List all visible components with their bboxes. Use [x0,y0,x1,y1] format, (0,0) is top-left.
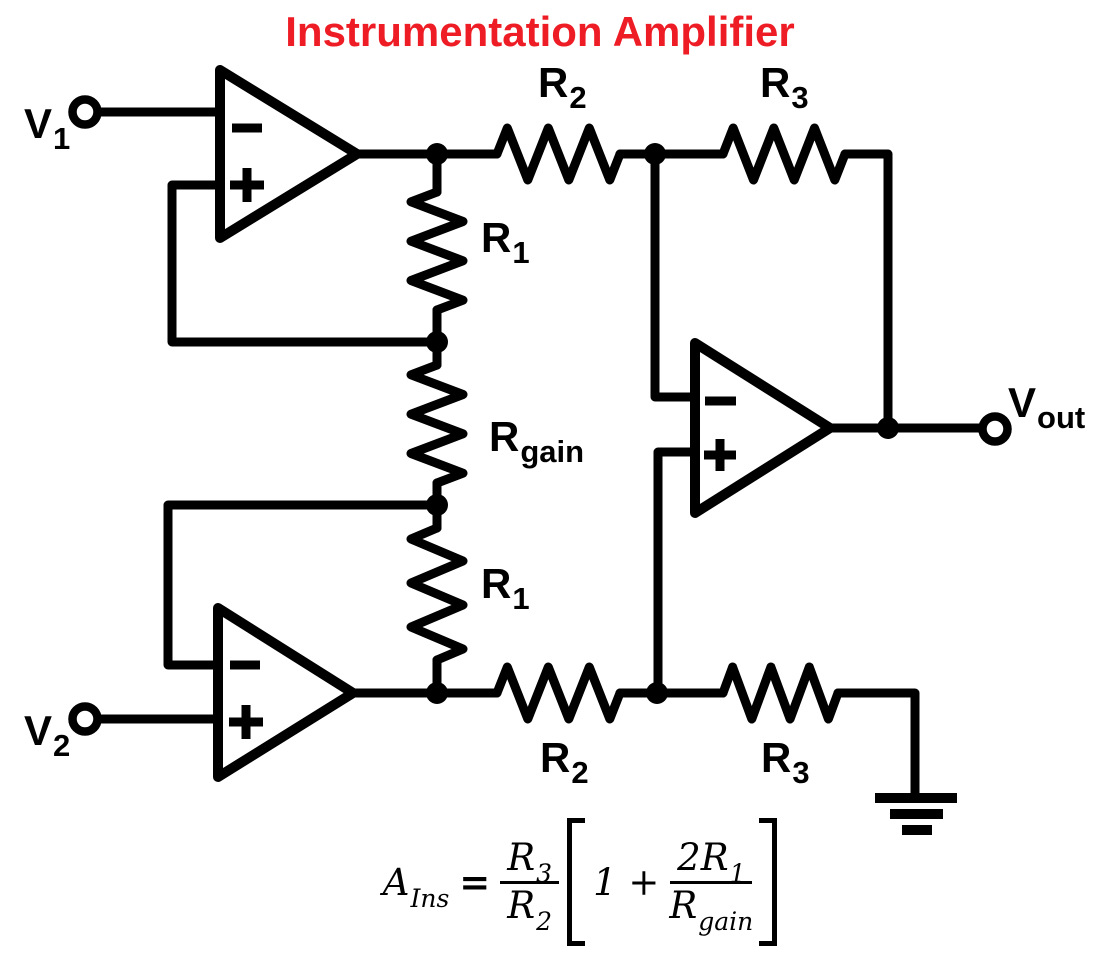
wire-opamp2-feedback [163,500,442,670]
gain-formula: AIns = R3 R2 1 + 2R1 Rgain [300,816,860,948]
formula-lhs: AIns [382,860,450,913]
formula-left-bracket [567,818,586,946]
resistor-r1-bottom [406,523,468,665]
resistor-rgain [406,360,468,488]
wire-opamp3-plus-to-node [653,447,700,698]
formula-right-bracket [759,818,778,946]
page-title: Instrumentation Amplifier [285,8,795,55]
formula-fraction-2r1-rgain: 2R1 Rgain [669,835,754,936]
resistor-r3-bottom [718,662,843,724]
opamp2-plus-icon [229,705,263,739]
formula-equals: = [459,860,491,904]
opamp2-triangle [213,603,358,782]
resistor-r3-top [718,123,850,185]
formula-fraction-r3-r2: R3 R2 [500,838,560,934]
opamp3-triangle [690,338,835,518]
junction-r2top-r3top [644,143,666,165]
label-v1: V1 [24,100,71,156]
junction-vout-node [877,417,899,439]
junction-opamp2-output [426,682,448,704]
opamp1-plus-icon [230,168,264,202]
label-r3-top: R3 [760,59,809,115]
label-r2-bottom: R2 [540,734,589,790]
resistor-r2-bottom [492,662,625,724]
label-r2-top: R2 [538,59,587,115]
junction-opamp1-output [426,143,448,165]
terminal-v1 [68,95,102,129]
resistor-r1-top [406,187,468,315]
label-r1-bottom: R1 [481,560,530,616]
label-v2: V2 [24,707,71,763]
junction-r2bot-r3bot [646,682,668,704]
label-r3-bottom: R3 [761,734,810,790]
wire-opamp1-feedback [167,180,442,347]
wire-r3bot-to-ground [833,688,920,800]
label-vout: Vout [1008,379,1086,435]
terminal-vout [978,412,1012,446]
junction-r1top-rgain [426,331,448,353]
opamp3-plus-icon [704,439,736,471]
opamp1-triangle [215,65,362,243]
resistor-r2-top [492,123,625,185]
label-r1-top: R1 [481,214,530,270]
ground-icon [875,793,957,835]
formula-one-plus: 1 + [593,860,660,904]
label-rgain: Rgain [489,413,585,469]
wire-node-to-opamp3-minus [650,149,700,402]
terminal-v2 [68,702,102,736]
junction-rgain-r1bot [426,494,448,516]
wire-r3top-to-output-node [840,149,893,433]
